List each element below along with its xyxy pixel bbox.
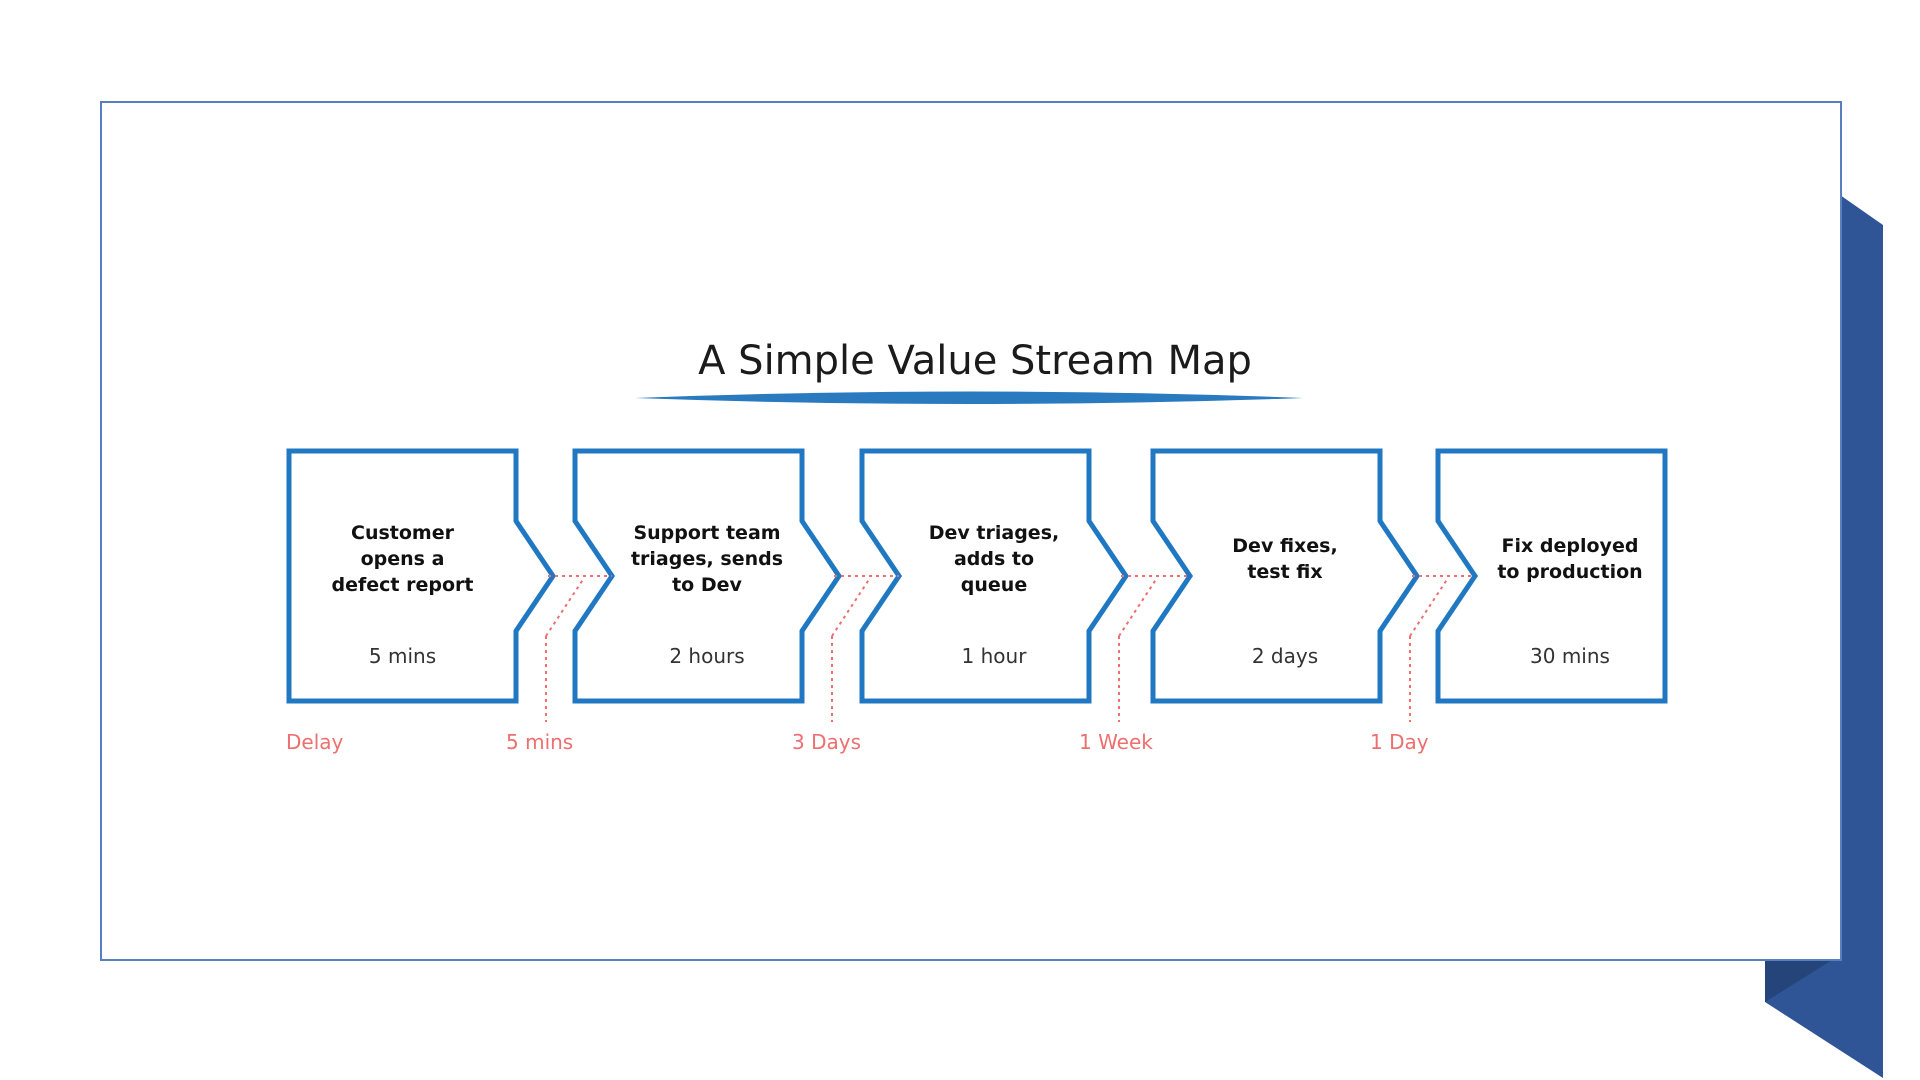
delay-connector-diagonal: [545, 577, 585, 637]
process-step-label: Support team triages, sends to Dev: [630, 522, 784, 596]
process-step-label: Customer opens a defect report: [331, 522, 474, 596]
delay-connector-diagonal: [831, 577, 871, 637]
process-step-shape: [859, 448, 1130, 704]
diagram-title: A Simple Value Stream Map: [698, 338, 1252, 384]
process-step-time: 2 hours: [669, 644, 745, 668]
delay-connector-diagonal: [1409, 577, 1449, 637]
process-step-shape: [572, 448, 843, 704]
delay-connector: [831, 575, 899, 722]
delay-value: 3 Days: [792, 730, 861, 754]
process-step-time: 30 mins: [1530, 644, 1610, 668]
delays-layer: [545, 575, 1475, 722]
delay-value: 1 Week: [1079, 730, 1153, 754]
delay-connector-diagonal: [1118, 577, 1158, 637]
process-step-label: Fix deployed to production: [1497, 535, 1643, 583]
process-step-shape: [1150, 448, 1421, 704]
process-step-label: Dev fixes, test fix: [1232, 535, 1338, 583]
delay-connector: [1409, 575, 1475, 722]
process-step-shape: [286, 448, 557, 704]
process-step-time: 2 days: [1251, 644, 1319, 668]
delay-value: 1 Day: [1370, 730, 1429, 754]
accent-block-right: [1765, 195, 1883, 1078]
accent-block-shadow: [1765, 955, 1840, 1002]
title-underline: [635, 391, 1303, 404]
delay-connector: [545, 575, 612, 722]
process-step-label: Dev triages, adds to queue: [928, 522, 1060, 596]
steps-layer: [286, 448, 1668, 704]
process-step-time: 1 hour: [961, 644, 1027, 668]
process-step-time: 5 mins: [368, 644, 437, 668]
delay-header-label: Delay: [286, 730, 344, 754]
delay-value: 5 mins: [506, 730, 574, 754]
process-step-shape: [1435, 448, 1668, 704]
delay-connector: [1118, 575, 1190, 722]
